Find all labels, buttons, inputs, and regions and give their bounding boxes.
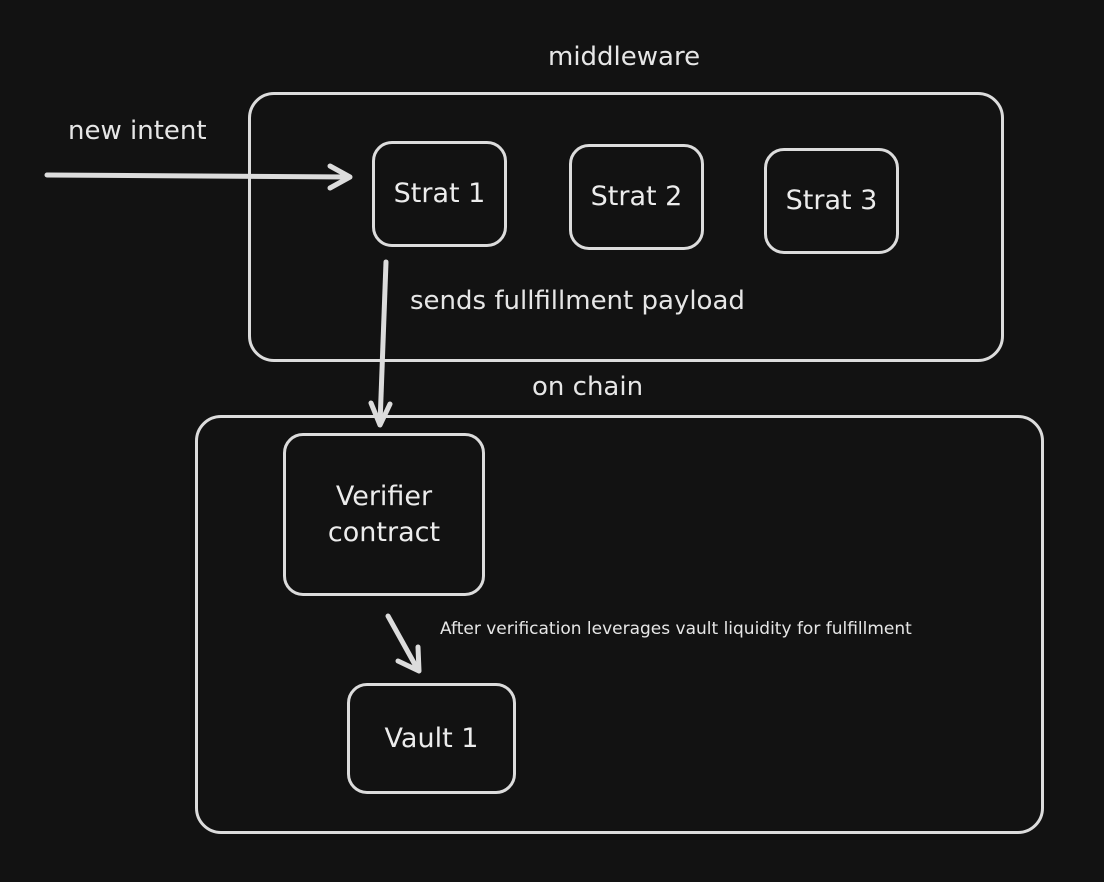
verifier-contract-label: Verifier contract — [327, 480, 441, 548]
middleware-container — [248, 92, 1004, 362]
strat-1-node: Strat 1 — [372, 141, 507, 247]
verifier-contract-node: Verifier contract — [283, 433, 485, 596]
vault-1-label: Vault 1 — [384, 722, 479, 754]
verification-note: After verification leverages vault liqui… — [440, 619, 912, 639]
strat-3-label: Strat 3 — [785, 185, 878, 216]
strat-2-label: Strat 2 — [590, 181, 683, 212]
middleware-title: middleware — [548, 42, 701, 72]
on-chain-title: on chain — [532, 372, 644, 402]
vault-1-node: Vault 1 — [347, 683, 516, 794]
payload-label: sends fullfillment payload — [410, 286, 745, 316]
new-intent-label: new intent — [68, 116, 207, 146]
strat-3-node: Strat 3 — [764, 148, 899, 254]
strat-1-label: Strat 1 — [393, 178, 486, 209]
on-chain-container — [195, 415, 1044, 834]
strat-2-node: Strat 2 — [569, 144, 704, 250]
